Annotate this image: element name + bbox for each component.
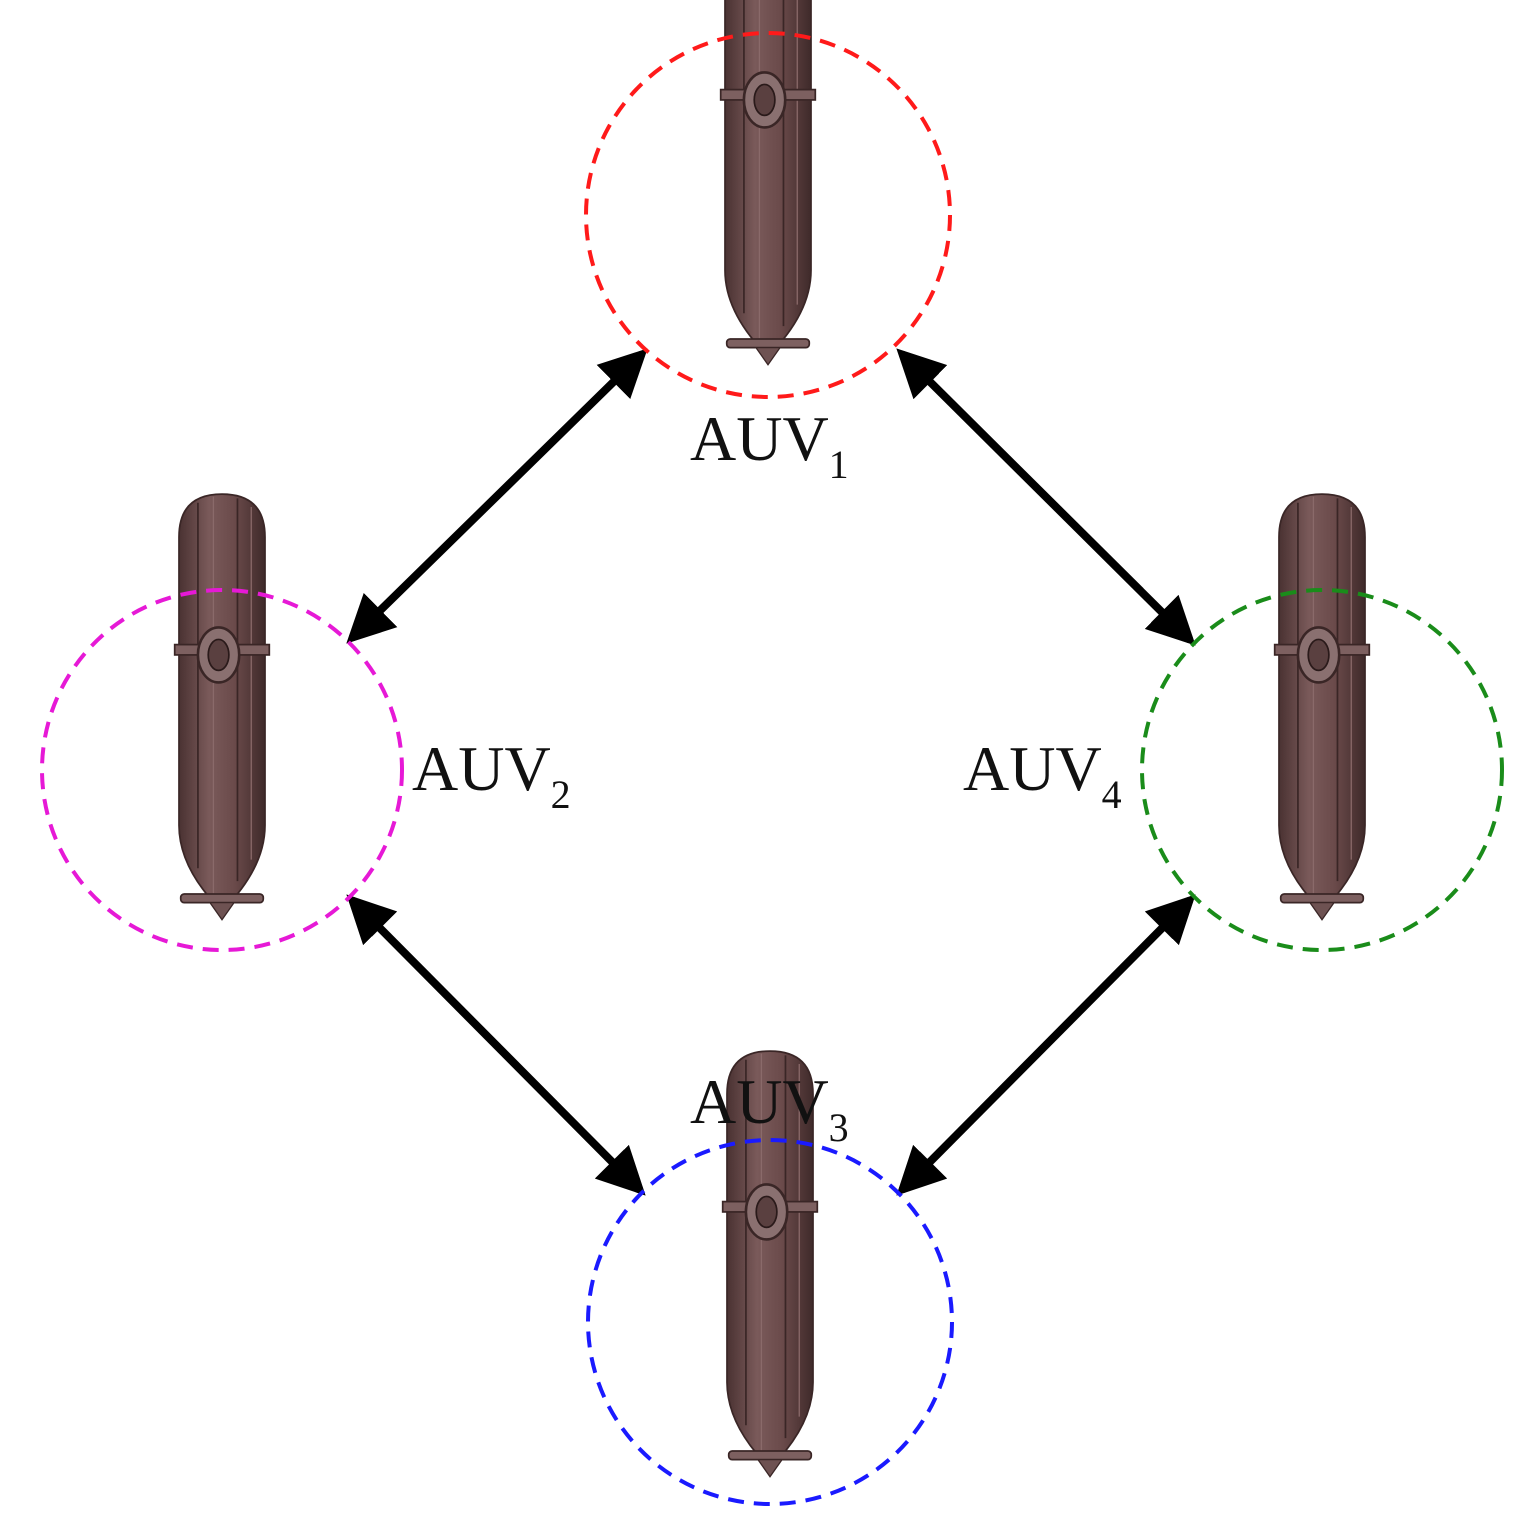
link-auv2-auv3 [346,894,646,1196]
auv-vehicle-icon [173,492,271,922]
node-auv4: AUV4 [963,492,1504,952]
node-auv2: AUV2 [40,492,571,952]
range-ring-auv3 [586,1138,954,1506]
label-auv2: AUV2 [412,733,571,817]
label-auv1: AUV1 [690,403,849,487]
label-auv3: AUV3 [690,1066,849,1150]
auv-vehicle-icon [1273,492,1371,922]
label-subscript: 1 [829,442,849,487]
link-auv1-auv4 [896,348,1196,646]
links-layer [346,348,1196,1196]
label-main: AUV [690,403,829,474]
label-auv4: AUV4 [963,733,1122,817]
link-auv4-auv3 [896,894,1196,1196]
label-main: AUV [690,1066,829,1137]
label-main: AUV [963,733,1102,804]
label-main: AUV [412,733,551,804]
label-subscript: 3 [829,1105,849,1150]
auv-vehicle-icon [719,0,817,367]
label-subscript: 2 [551,772,571,817]
label-subscript: 4 [1102,772,1122,817]
range-ring-auv4 [1140,588,1504,952]
node-auv1: AUV1 [584,0,952,487]
range-ring-auv2 [40,588,404,952]
link-auv1-auv2 [346,348,648,644]
range-ring-auv1 [584,31,952,399]
node-auv3: AUV3 [586,1049,954,1506]
